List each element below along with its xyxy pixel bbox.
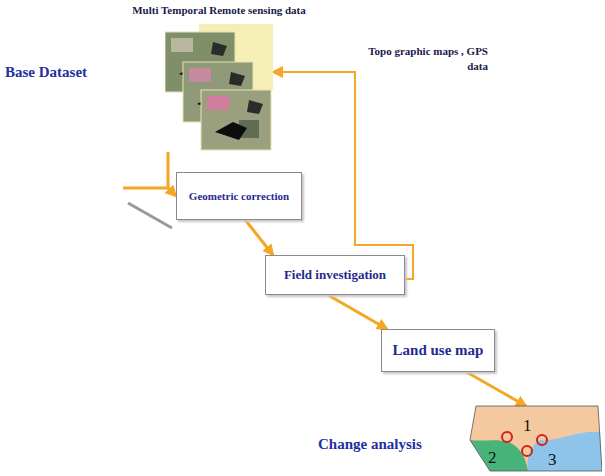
image-node: Multi Temporal Remote sensing data [165, 24, 273, 152]
map-node: Change analysis123 [468, 402, 602, 472]
edge-label: Topo graphic maps , GPS data [368, 44, 488, 74]
flow-arrow [168, 152, 176, 196]
process-box: Land use map [381, 329, 495, 372]
node-label: Geometric correction [189, 190, 289, 202]
callout-number: 3 [548, 450, 557, 470]
node-label: Field investigation [284, 267, 386, 283]
node-label: Land use map [393, 342, 484, 359]
flow-arrow [245, 220, 273, 255]
process-box: Geometric correction [176, 172, 302, 220]
satellite-image-stack [165, 24, 273, 152]
grey-line [128, 203, 172, 228]
callout-number: 2 [488, 448, 497, 468]
flow-arrow [328, 295, 387, 329]
flow-arrow [467, 372, 527, 406]
heading-label: Base Dataset [5, 64, 87, 81]
node-label: Change analysis [318, 436, 422, 453]
process-box: Field investigation [265, 255, 405, 295]
callout-number: 1 [523, 416, 532, 436]
bracket-line [123, 187, 168, 190]
node-label: Multi Temporal Remote sensing data [132, 4, 306, 16]
